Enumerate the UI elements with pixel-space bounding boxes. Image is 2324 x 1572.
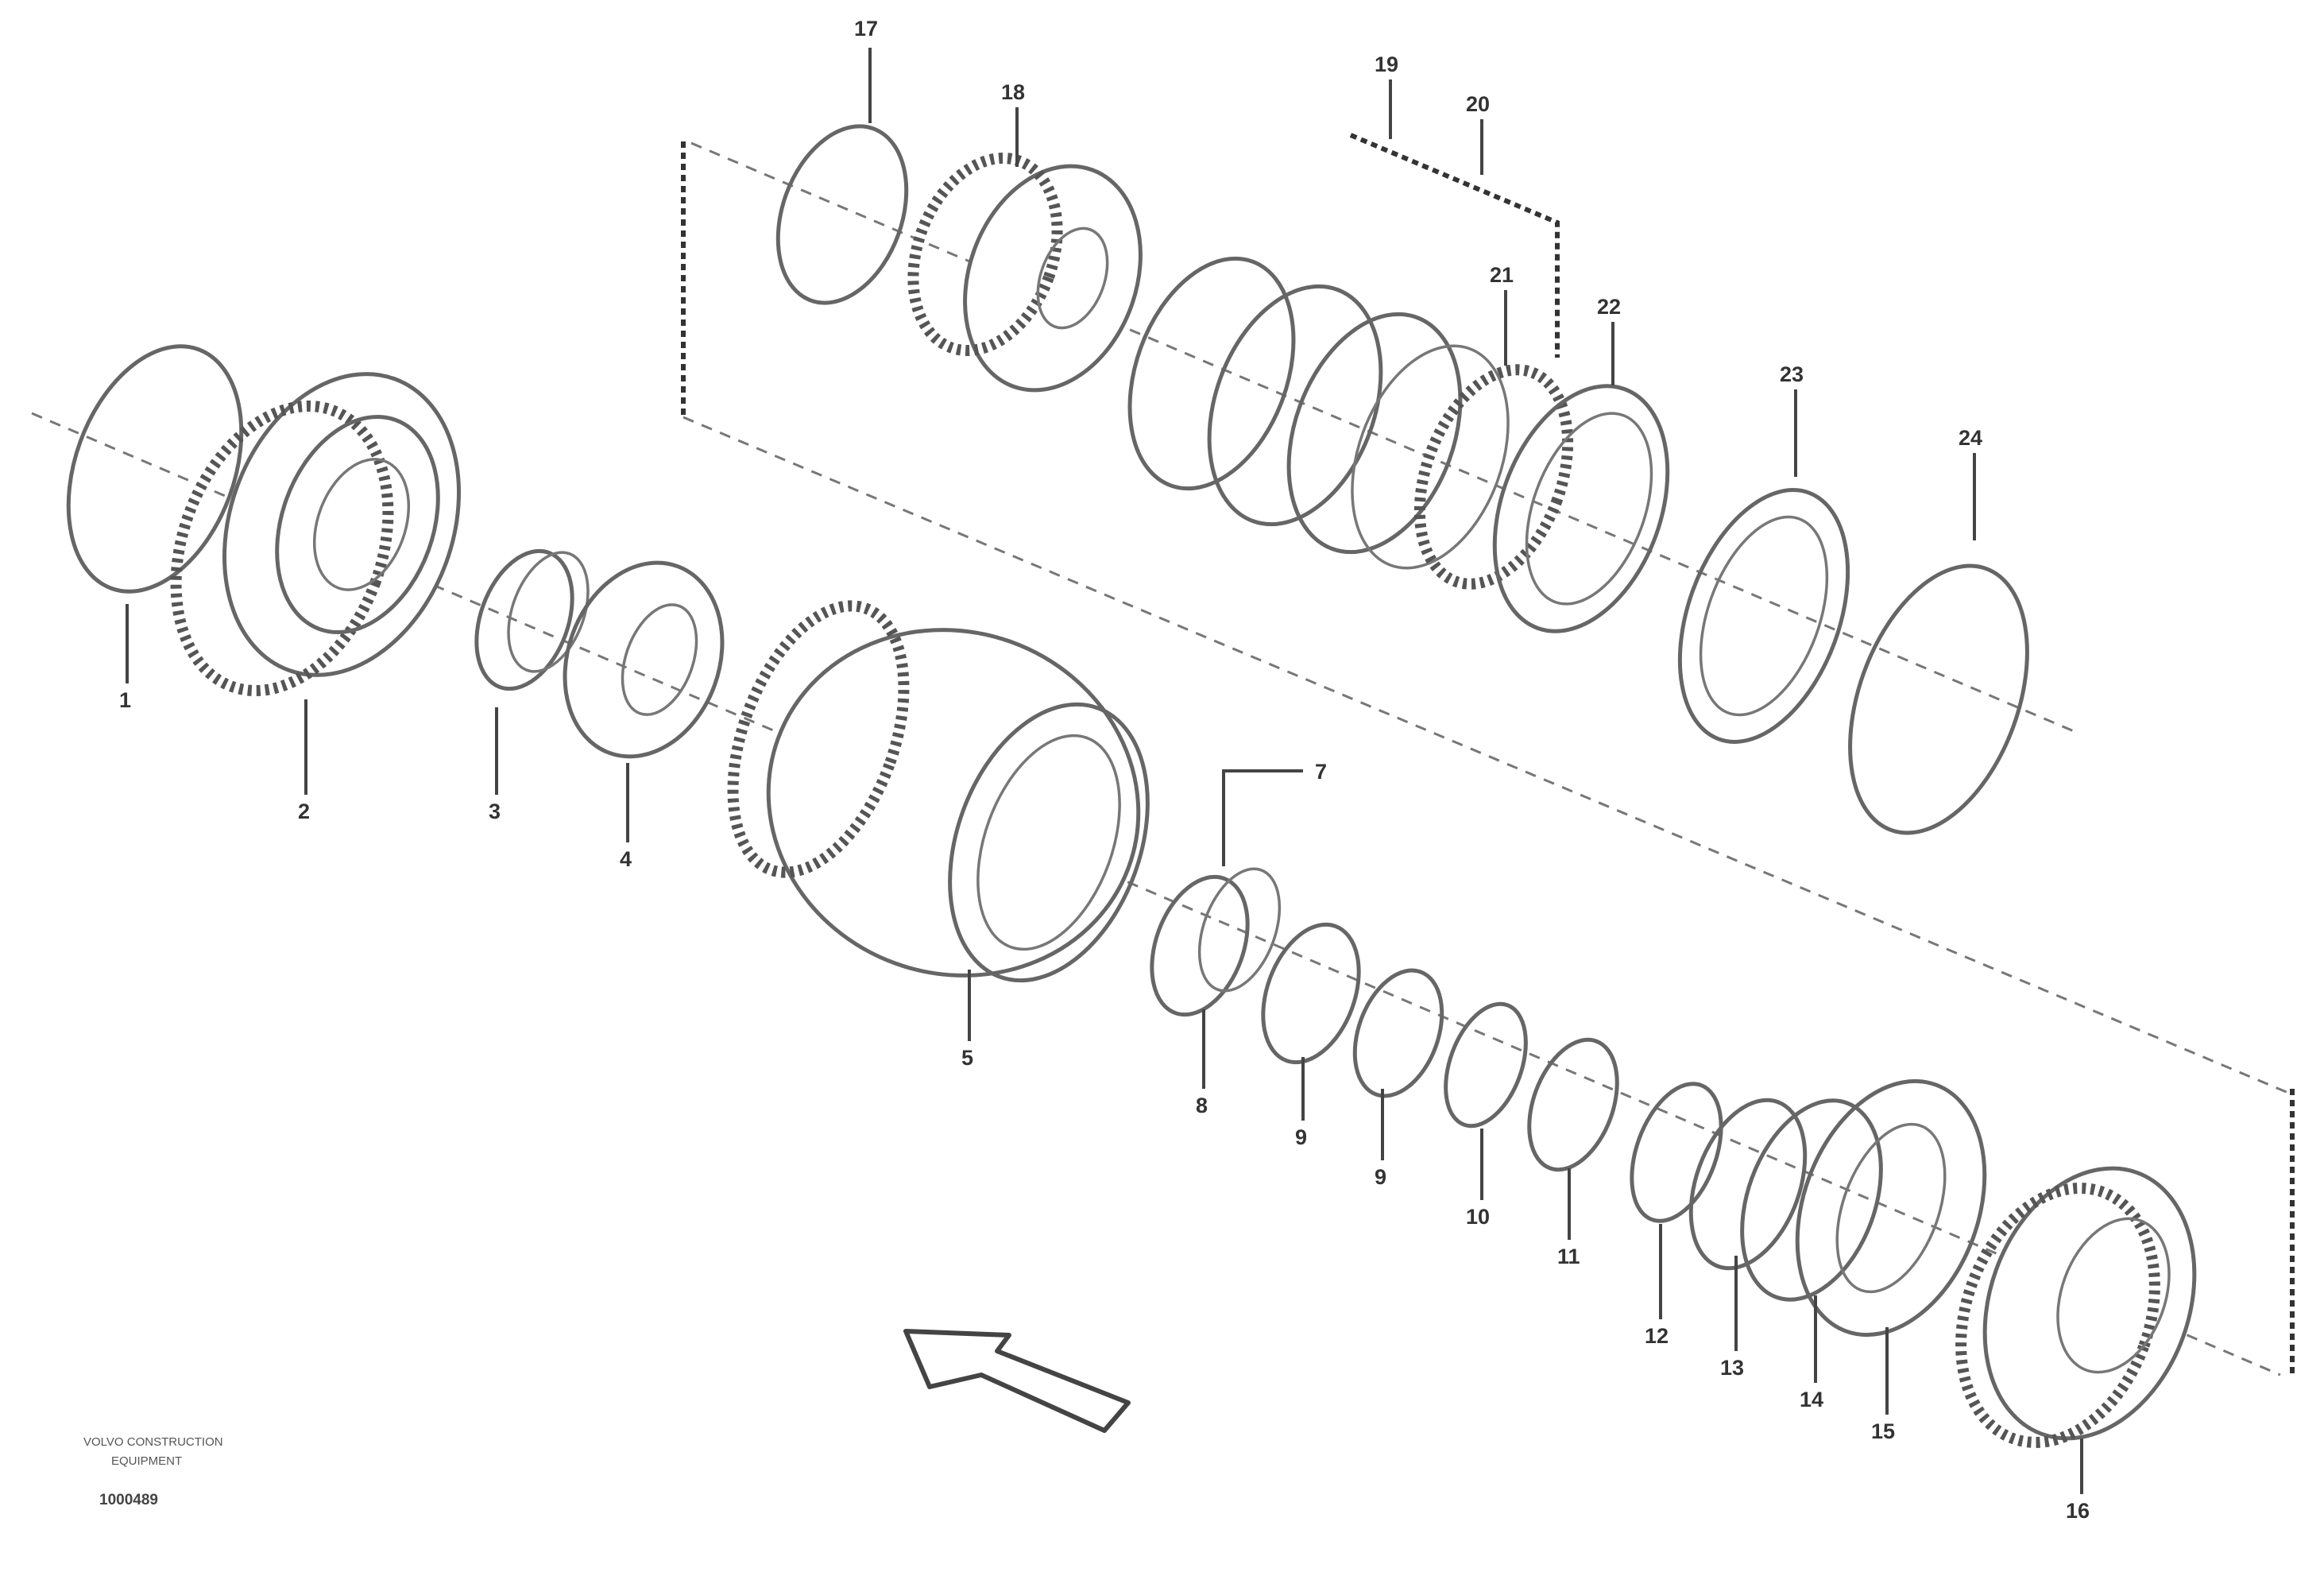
callout-13: 13 <box>1720 1356 1744 1380</box>
callout-16: 16 <box>2066 1499 2090 1523</box>
callout-22: 22 <box>1597 295 1621 319</box>
callout-8: 8 <box>1196 1094 1208 1117</box>
callout-1: 1 <box>119 688 131 712</box>
callout-23: 23 <box>1780 362 1804 386</box>
callout-4: 4 <box>620 847 632 871</box>
part-12-ring <box>1630 1082 1723 1223</box>
part-1-snap-ring <box>66 344 244 594</box>
part-9-ring <box>1261 922 1361 1065</box>
part-23-disc <box>1677 488 1850 744</box>
callout-18: 18 <box>1001 80 1025 104</box>
part-5-drum <box>727 600 1150 983</box>
part-21-plate <box>1413 364 1574 590</box>
part-24-ring <box>1848 563 2029 835</box>
drawing-id: 1000489 <box>99 1492 158 1508</box>
callout-14: 14 <box>1800 1388 1823 1411</box>
part-14-plate <box>1740 1098 1883 1302</box>
drawing-footer: VOLVO CONSTRUCTION EQUIPMENT 1000489 <box>83 1435 223 1508</box>
callout-2: 2 <box>298 800 310 823</box>
footer-line-2: EQUIPMENT <box>111 1454 182 1468</box>
part-15-piston <box>1795 1078 1987 1338</box>
callout-9a: 9 <box>1295 1125 1307 1149</box>
leader-lines <box>126 48 2083 1494</box>
callout-17: 17 <box>854 17 878 41</box>
callout-24: 24 <box>1959 426 1982 450</box>
part-9b-ring <box>1352 968 1444 1098</box>
callout-10: 10 <box>1466 1205 1490 1229</box>
part-13-plate <box>1688 1098 1808 1271</box>
callout-20: 20 <box>1466 92 1490 116</box>
callout-12: 12 <box>1645 1324 1669 1348</box>
part-19-20-clutch-pack <box>1127 256 1510 570</box>
part-2-gear-carrier <box>170 372 461 697</box>
part-4-bushing <box>563 560 725 759</box>
part-18-hub <box>907 152 1143 393</box>
callout-19: 19 <box>1375 52 1398 76</box>
callout-15: 15 <box>1871 1419 1895 1443</box>
callout-5: 5 <box>961 1046 973 1070</box>
subassembly-brackets <box>681 133 2295 1375</box>
callout-21: 21 <box>1490 263 1514 287</box>
part-17-snap-ring <box>775 124 909 305</box>
part-8-ring <box>1150 867 1282 1017</box>
callout-labels: 1 2 3 4 5 7 8 9 9 10 11 12 13 14 15 16 1… <box>119 17 2090 1523</box>
callout-11: 11 <box>1557 1245 1580 1268</box>
part-22-plate <box>1492 384 1670 633</box>
part-16-housing <box>1955 1166 2197 1448</box>
return-axis-line <box>683 416 2289 1094</box>
assembly-axes <box>31 141 2289 1376</box>
part-11-ring <box>1527 1037 1619 1172</box>
callout-9b: 9 <box>1375 1165 1386 1189</box>
part-10-ring <box>1444 1001 1528 1129</box>
top-bracket <box>1349 133 1560 358</box>
callout-7: 7 <box>1315 760 1327 784</box>
direction-arrow <box>903 1329 1131 1433</box>
callout-3: 3 <box>489 800 501 823</box>
upper-axis-line <box>690 141 2075 733</box>
footer-line-1: VOLVO CONSTRUCTION <box>83 1435 223 1449</box>
part-3-bearing <box>474 548 590 691</box>
